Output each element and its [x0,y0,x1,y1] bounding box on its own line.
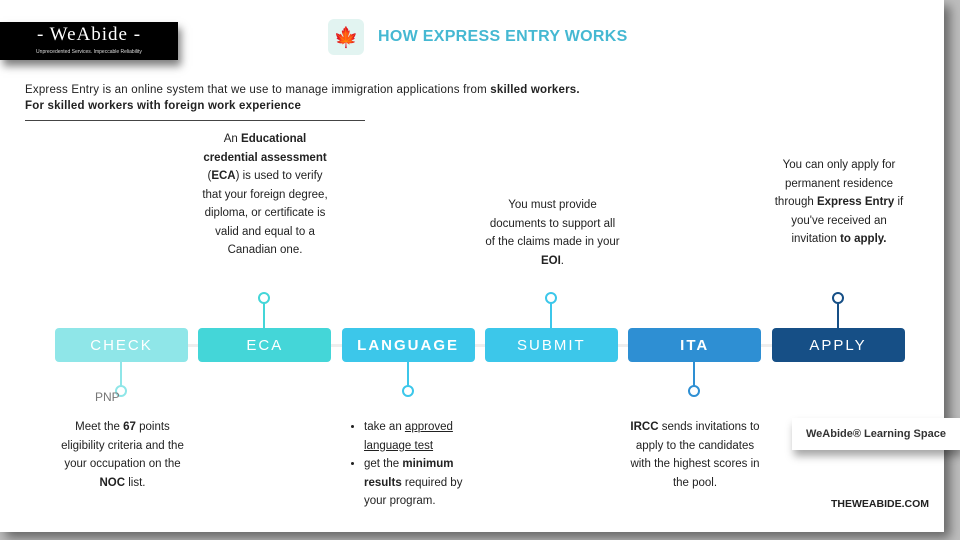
connector-stem [549,302,552,328]
text-segment: NOC [99,476,126,489]
step-apply[interactable]: APPLY [771,328,905,362]
text-segment: ECA [211,170,236,182]
language-description: take an approved language testget the mi… [342,418,477,511]
step-check[interactable]: CHECK [55,328,188,362]
language-list: take an approved language testget the mi… [342,418,477,511]
canada-map-icon: 🍁 [328,19,364,55]
timeline-node-icon [115,385,127,397]
list-item: get the minimum results required by your… [364,455,477,511]
text-segment: get the [364,458,403,470]
timeline-track [55,344,905,347]
timeline-node-icon [544,292,557,304]
connector-stem [836,302,839,328]
timeline-node-icon [258,292,271,304]
text-segment: EOI [540,254,561,267]
text-segment: Educational credential assessment [203,133,327,164]
text-segment: required by your program. [364,476,463,508]
website-link[interactable]: THEWEABIDE.COM [831,498,929,510]
eca-description: An Educational credential assessment (EC… [200,130,330,260]
text-segment: IRCC [630,421,659,433]
timeline-node-icon [401,385,414,397]
text-segment: sends invitations to apply to the candid… [630,421,760,489]
text-segment: You can only apply for permanent residen… [774,159,896,208]
list-item: take an approved language test [364,418,477,455]
text-segment: Express Entry [816,196,895,208]
learning-space-badge: WeAbide® Learning Space [792,418,960,450]
step-ita[interactable]: ITA [628,328,762,362]
text-segment: Meet the [75,421,124,433]
text-segment: An [223,133,242,145]
arrow-divider [25,120,365,121]
weabide-logo: - WeAbide - Unprecedented Services. Impe… [0,22,178,60]
page-title: HOW EXPRESS ENTRY WORKS [378,28,628,45]
text-segment: list. [125,476,146,489]
pnp-label: PNP [95,390,120,404]
text-segment: to apply. [840,233,887,245]
timeline-node-icon [688,385,701,397]
text-segment: minimum results [364,458,454,489]
connector-stem [120,362,122,386]
slide: - WeAbide - Unprecedented Services. Impe… [0,0,944,532]
text-segment: 67 [123,421,136,433]
connector-stem [406,362,409,386]
step-language[interactable]: LANGUAGE [341,328,475,362]
connector-stem [693,362,696,386]
text-segment: if you've received an invitation [791,196,904,245]
connector-stem [263,302,266,328]
text-segment: . [560,254,564,267]
text-segment: You must provide documents to support al… [485,199,620,248]
intro-text: Express Entry is an online system that w… [25,84,580,112]
check-description: Meet the 67 points eligibility criteria … [60,418,185,492]
apply-description: You can only apply for permanent residen… [770,156,908,249]
timeline-node-icon [831,292,844,304]
submit-description: You must provide documents to support al… [485,196,620,270]
text-segment: ( [207,170,212,182]
text-segment: take an [364,421,405,433]
text-segment: approved language test [364,421,453,452]
step-submit[interactable]: SUBMIT [484,328,618,362]
text-segment: points eligibility criteria and the your… [61,421,184,470]
ita-description: IRCC sends invitations to apply to the c… [630,418,760,492]
step-eca[interactable]: ECA [198,328,332,362]
text-segment: ) is used to verify that your foreign de… [202,170,328,256]
